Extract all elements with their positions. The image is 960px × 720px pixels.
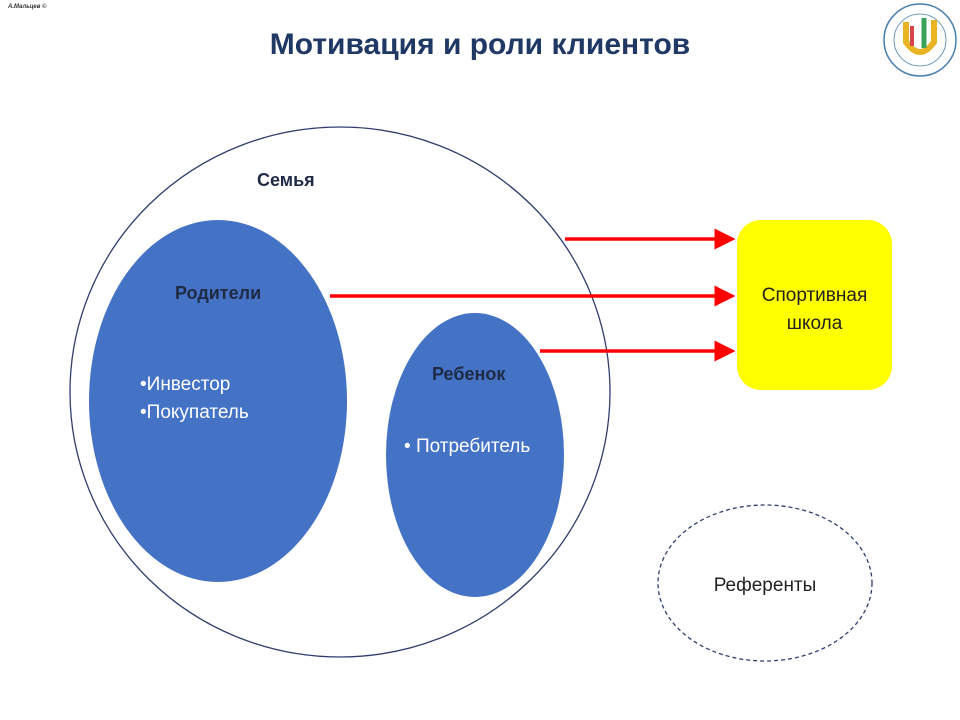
sport-school-label: Спортивная школа (761, 285, 868, 334)
author-credit: А.Мальцев © (8, 4, 47, 10)
child-roles: • Потребитель (404, 433, 530, 461)
sport-school-box (737, 220, 892, 390)
referents-ellipse (657, 504, 873, 662)
parents-roles: •Инвестор •Покупатель (140, 371, 249, 427)
parents-label: Родители (175, 283, 262, 303)
university-logo (883, 3, 957, 77)
family-label: Семья (257, 170, 315, 190)
role-item: •Инвестор (140, 374, 231, 395)
parents-ellipse (89, 220, 347, 582)
role-item: • Потребитель (404, 436, 531, 457)
slide-title: Мотивация и роли клиентов (269, 28, 691, 61)
role-item: •Покупатель (140, 402, 249, 423)
referents-label: Референты (713, 575, 817, 596)
child-ellipse (386, 313, 564, 597)
child-label: Ребенок (432, 364, 506, 384)
